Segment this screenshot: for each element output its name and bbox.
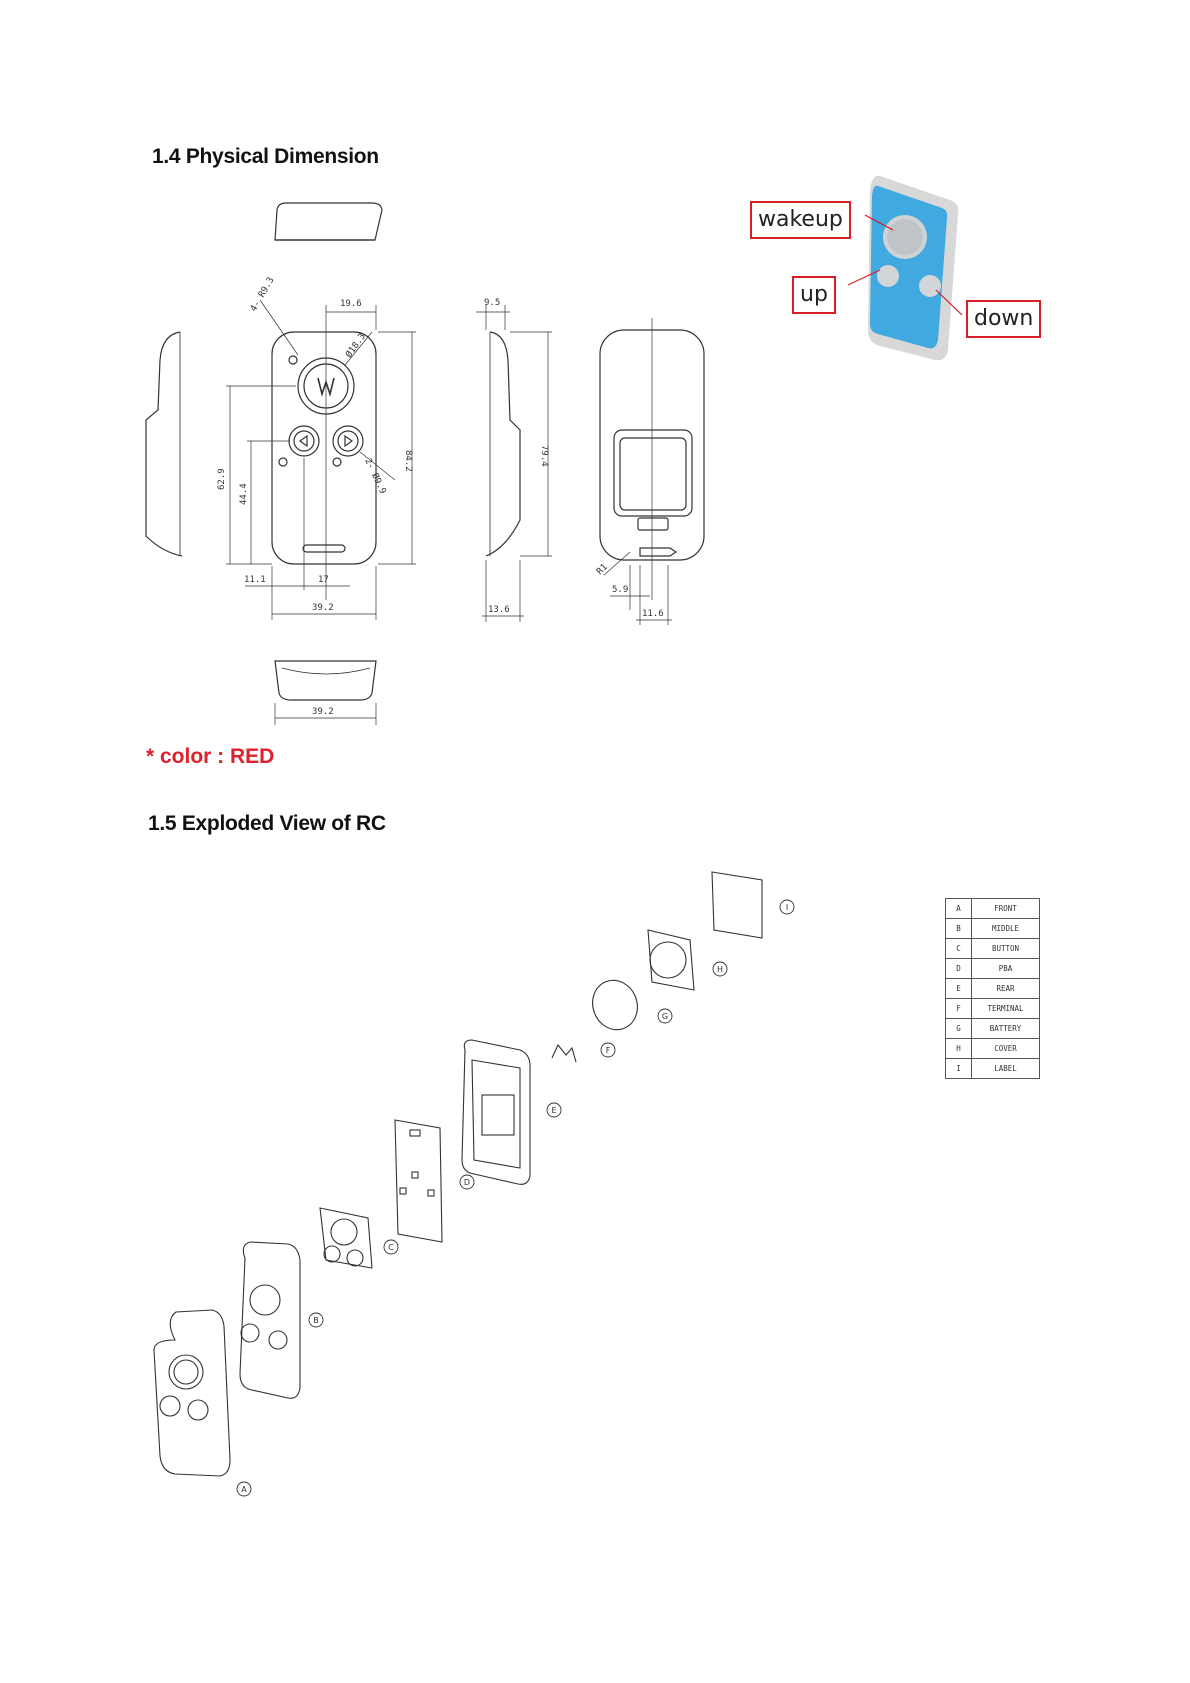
top-view xyxy=(275,203,382,240)
dim-side-top: 9.5 xyxy=(484,298,500,308)
dim-top-width: 19.6 xyxy=(340,299,362,309)
label-part-d: D xyxy=(464,1178,470,1187)
part-code: C xyxy=(946,939,972,959)
remote-photo xyxy=(848,176,962,361)
part-code: E xyxy=(946,979,972,999)
dim-height-total: 84.2 xyxy=(403,450,413,472)
part-name: BATTERY xyxy=(972,1019,1040,1039)
part-name: TERMINAL xyxy=(972,999,1040,1019)
dim-button-radius: 4- R9.3 xyxy=(249,276,277,314)
part-terminal xyxy=(552,1045,576,1062)
label-part-h: H xyxy=(717,965,723,974)
part-battery xyxy=(586,974,644,1036)
dim-bottom-width: 39.2 xyxy=(312,707,334,717)
dim-width: 39.2 xyxy=(312,603,334,613)
callout-up: up xyxy=(792,276,836,314)
dim-height-a: 62.9 xyxy=(217,468,227,490)
callout-down: down xyxy=(966,300,1041,338)
dim-left-offset: 11.1 xyxy=(244,575,266,585)
dim-button-pitch: 17 xyxy=(318,575,329,585)
label-part-a: A xyxy=(241,1485,247,1494)
left-side-view xyxy=(146,332,182,556)
part-name: REAR xyxy=(972,979,1040,999)
part-code: A xyxy=(946,899,972,919)
part-code: B xyxy=(946,919,972,939)
part-code: G xyxy=(946,1019,972,1039)
rear-view xyxy=(600,318,704,625)
part-name: BUTTON xyxy=(972,939,1040,959)
part-button xyxy=(320,1208,372,1268)
part-name: PBA xyxy=(972,959,1040,979)
part-code: I xyxy=(946,1059,972,1079)
part-name: MIDDLE xyxy=(972,919,1040,939)
part-code: H xyxy=(946,1039,972,1059)
dim-wake-diameter: Ø18.3 xyxy=(343,331,368,360)
label-part-g: G xyxy=(662,1012,668,1021)
dim-rear-radius: R1 xyxy=(595,562,610,577)
front-dimension-lines xyxy=(226,300,416,620)
part-code: F xyxy=(946,999,972,1019)
part-pba xyxy=(395,1120,442,1242)
dim-rear-b: 11.6 xyxy=(642,609,664,619)
part-name: FRONT xyxy=(972,899,1040,919)
dim-rear-a: 5.9 xyxy=(612,585,628,595)
label-part-b: B xyxy=(313,1316,319,1325)
part-middle xyxy=(240,1242,300,1398)
part-name: COVER xyxy=(972,1039,1040,1059)
dim-side-height: 79.4 xyxy=(539,445,549,467)
part-front xyxy=(154,1310,230,1476)
callout-wakeup: wakeup xyxy=(750,201,851,239)
label-part-c: C xyxy=(388,1243,394,1252)
part-name: LABEL xyxy=(972,1059,1040,1079)
part-cover xyxy=(648,930,694,990)
exploded-view xyxy=(154,872,762,1476)
dim-height-b: 44.4 xyxy=(239,483,249,505)
label-part-f: F xyxy=(606,1046,611,1055)
label-part-i: I xyxy=(786,903,788,912)
part-code: D xyxy=(946,959,972,979)
front-view xyxy=(272,332,376,564)
dim-arrow-diameter: 2- Ø9.9 xyxy=(362,457,388,496)
part-label xyxy=(712,872,762,938)
label-part-e: E xyxy=(551,1106,556,1115)
dim-side-depth: 13.6 xyxy=(488,605,510,615)
